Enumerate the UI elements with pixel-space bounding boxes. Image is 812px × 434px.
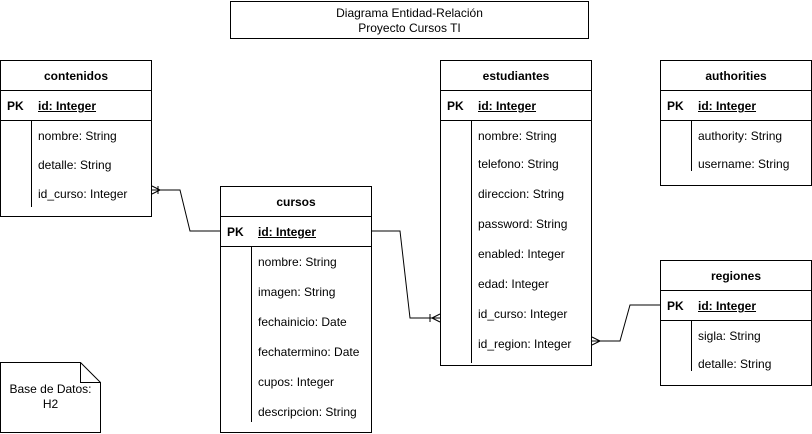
pk-row: PK id: Integer <box>441 91 591 121</box>
attribute-row: edad: Integer <box>478 277 549 291</box>
note-shape <box>0 362 101 433</box>
attribute-row: nombre: String <box>478 129 557 143</box>
attribute-row: fechainicio: Date <box>258 315 347 329</box>
attribute-row: imagen: String <box>258 285 336 299</box>
crow-foot-mark <box>151 189 161 195</box>
attribute-row: detalle: String <box>698 357 772 371</box>
column-divider <box>471 121 472 363</box>
note-line1: Base de Datos: <box>9 382 92 396</box>
pk-label: PK <box>227 225 244 239</box>
attribute-row: id_curso: Integer <box>38 187 128 201</box>
attribute-list: nombre: String detalle: String id_curso:… <box>1 121 151 207</box>
relation-cursos-estudiantes <box>372 230 440 319</box>
pk-field: id: Integer <box>478 99 537 113</box>
attribute-list: authority: String username: String <box>661 121 811 177</box>
note-line2: H2 <box>42 397 59 411</box>
pk-label: PK <box>667 299 684 313</box>
attribute-row: telefono: String <box>478 157 559 171</box>
attribute-row: username: String <box>698 157 790 171</box>
attribute-row: sigla: String <box>698 329 761 343</box>
pk-field: id: Integer <box>258 225 317 239</box>
entity-header: estudiantes <box>441 61 591 91</box>
attribute-row: cupos: Integer <box>258 375 335 389</box>
pk-field: id: Integer <box>698 99 757 113</box>
pk-field: id: Integer <box>698 299 757 313</box>
entity-regiones[interactable]: regiones PK id: Integer sigla: String de… <box>660 260 812 386</box>
attribute-list: nombre: String telefono: String direccio… <box>441 121 591 363</box>
entity-cursos[interactable]: cursos PK id: Integer nombre: String ima… <box>220 186 372 433</box>
relation-estudiantes-regiones <box>592 304 660 342</box>
diagram-title-line2: Proyecto Cursos TI <box>358 21 461 35</box>
diagram-title-line1: Diagrama Entidad-Relación <box>336 6 483 20</box>
column-divider <box>251 247 252 422</box>
crow-foot-mark <box>591 336 601 342</box>
attribute-row: direccion: String <box>478 187 565 201</box>
attribute-row: nombre: String <box>38 129 117 143</box>
attribute-list: nombre: String imagen: String fechainici… <box>221 247 371 422</box>
crow-foot-mark <box>151 185 161 191</box>
column-divider <box>31 121 32 207</box>
attribute-row: detalle: String <box>38 158 112 172</box>
note-database: Base de Datos: H2 <box>0 362 101 433</box>
pk-row: PK id: Integer <box>221 217 371 247</box>
pk-field: id: Integer <box>38 99 97 113</box>
attribute-row: nombre: String <box>258 255 337 269</box>
pk-label: PK <box>7 99 24 113</box>
pk-label: PK <box>667 99 684 113</box>
entity-header: cursos <box>221 187 371 217</box>
entity-contenidos[interactable]: contenidos PK id: Integer nombre: String… <box>0 60 152 217</box>
column-divider <box>691 121 692 171</box>
entity-header: authorities <box>661 61 811 91</box>
attribute-row: fechatermino: Date <box>258 345 360 359</box>
pk-label: PK <box>447 99 464 113</box>
entity-authorities[interactable]: authorities PK id: Integer authority: St… <box>660 60 812 186</box>
crow-foot-mark <box>591 340 601 346</box>
attribute-row: authority: String <box>698 129 783 143</box>
attribute-list: sigla: String detalle: String <box>661 321 811 377</box>
entity-estudiantes[interactable]: estudiantes PK id: Integer nombre: Strin… <box>440 60 592 366</box>
attribute-row: enabled: Integer <box>478 247 565 261</box>
entity-header: regiones <box>661 261 811 291</box>
crow-foot-mark <box>431 313 441 319</box>
entity-header: contenidos <box>1 61 151 91</box>
note-text: Base de Datos: H2 <box>0 362 101 433</box>
attribute-row: password: String <box>478 217 568 231</box>
pk-row: PK id: Integer <box>661 291 811 321</box>
pk-row: PK id: Integer <box>1 91 151 121</box>
attribute-row: id_region: Integer <box>478 337 572 351</box>
diagram-title: Diagrama Entidad-Relación Proyecto Curso… <box>230 1 589 39</box>
relation-contenidos-cursos <box>152 189 220 232</box>
pk-row: PK id: Integer <box>661 91 811 121</box>
attribute-row: id_curso: Integer <box>478 307 568 321</box>
column-divider <box>691 321 692 371</box>
attribute-row: descripcion: String <box>258 405 357 419</box>
crow-foot-mark <box>431 317 441 323</box>
